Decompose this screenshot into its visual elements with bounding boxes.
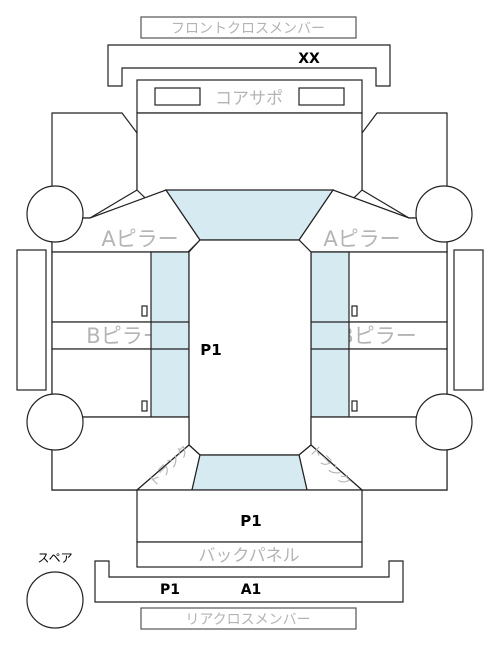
roof-mark: P1	[200, 341, 221, 359]
rear-window[interactable]	[191, 454, 308, 491]
front-cross-member-label: フロントクロスメンバー	[171, 21, 325, 37]
trunk-floor-mark: P1	[240, 512, 261, 530]
left-rear-door-handle	[141, 400, 148, 412]
right-side-skirt[interactable]	[453, 249, 484, 391]
rear-cross-member-label-box	[140, 607, 357, 630]
front-cross-member-mark: XX	[298, 51, 320, 67]
rear-cross-member-label: リアクロスメンバー	[185, 612, 310, 628]
front-cross-member-label-box	[140, 16, 357, 39]
front-cross-member[interactable]	[107, 44, 391, 87]
right-front-door-handle	[351, 305, 358, 317]
core-support[interactable]	[136, 79, 363, 114]
right-rear-door-handle	[351, 400, 358, 412]
spare-tire[interactable]	[26, 571, 84, 629]
right-rear-tire[interactable]	[415, 393, 473, 451]
trunk-floor[interactable]	[136, 489, 363, 543]
left-a-pillar-label: Aピラー	[101, 227, 178, 251]
back-panel-label: バックパネル	[198, 546, 299, 566]
rear-cross-member-mark-2: A1	[241, 582, 262, 598]
left-side-skirt[interactable]	[16, 249, 47, 391]
spare-tire-label: スペア	[37, 551, 72, 565]
left-rear-tire[interactable]	[26, 393, 84, 451]
right-a-pillar-label: Aピラー	[323, 227, 400, 251]
right-b-pillar-label: Bピラー	[339, 324, 416, 348]
left-front-door-handle	[141, 305, 148, 317]
left-side-window[interactable]	[150, 251, 190, 418]
right-front-tire[interactable]	[415, 185, 473, 243]
back-panel[interactable]	[136, 541, 363, 568]
right-headlight	[298, 87, 345, 106]
right-side-window[interactable]	[310, 251, 350, 418]
left-headlight	[154, 87, 201, 106]
rear-cross-member[interactable]	[94, 560, 404, 603]
core-support-label: コアサポ	[215, 89, 283, 109]
rear-cross-member-mark-1: P1	[160, 582, 180, 598]
left-front-tire[interactable]	[26, 185, 84, 243]
